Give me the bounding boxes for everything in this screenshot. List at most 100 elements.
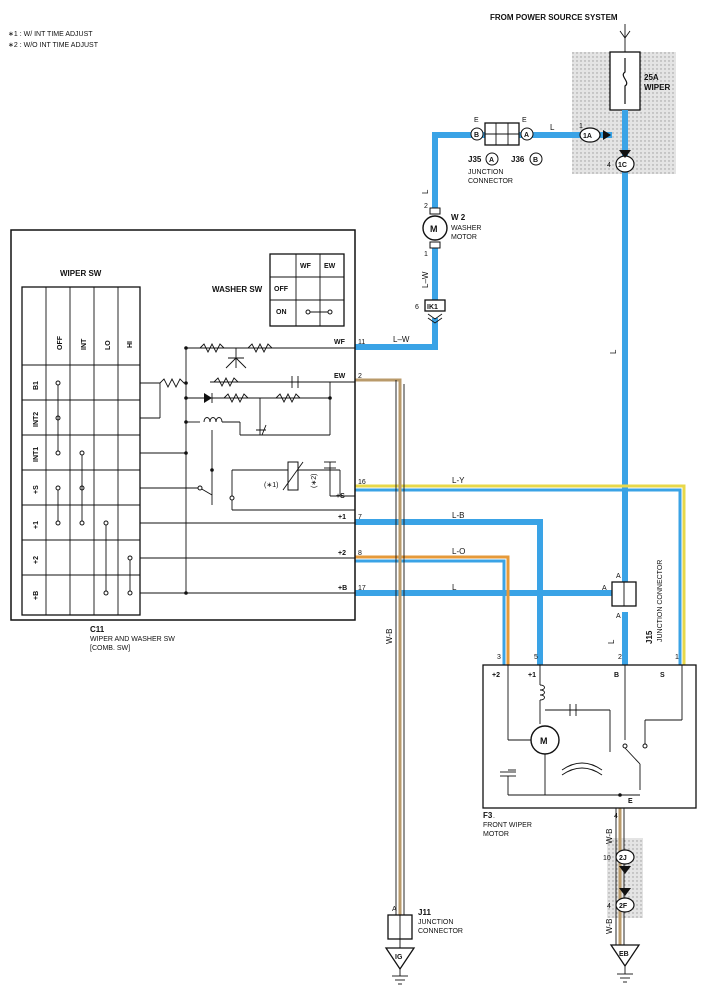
c11-id: C11	[90, 625, 105, 634]
note-1: ∗1 : W/ INT TIME ADJUST	[8, 31, 93, 38]
svg-text:6: 6	[415, 304, 419, 311]
svg-text:16: 16	[358, 479, 366, 486]
svg-text:M: M	[430, 224, 438, 234]
wire-label-l-1: L	[550, 123, 555, 132]
svg-text:JUNCTION: JUNCTION	[468, 169, 503, 176]
svg-text:EB: EB	[619, 951, 629, 958]
svg-text:EW: EW	[324, 263, 336, 270]
svg-text:2J: 2J	[619, 855, 627, 862]
svg-text:J35: J35	[468, 155, 482, 164]
svg-text:17: 17	[358, 585, 366, 592]
svg-text:B: B	[533, 157, 538, 164]
junction-connector-j15: A A A J15 JUNCTION CONNECTOR	[602, 560, 664, 644]
svg-text:+B: +B	[33, 591, 40, 600]
svg-text:7: 7	[358, 514, 362, 521]
svg-text:+S: +S	[33, 485, 40, 494]
svg-text:OFF: OFF	[57, 335, 64, 350]
svg-text:1: 1	[424, 251, 428, 258]
svg-text:E: E	[628, 798, 633, 805]
svg-text:OFF: OFF	[274, 286, 289, 293]
svg-text:JUNCTION CONNECTOR: JUNCTION CONNECTOR	[657, 560, 664, 642]
front-wiper-motor: 3 5 2 1 +2 +1 B S M E	[482, 654, 697, 838]
washer-sw-table: WF EW OFF ON	[269, 253, 345, 327]
switch-terminal-plus-2: +2 8	[338, 550, 362, 557]
switch-terminal-wf: WF 11	[334, 339, 365, 346]
svg-text:+2: +2	[33, 556, 40, 564]
wire-lw-wf	[355, 318, 438, 350]
wiper-sw-table: OFF INT LO HI B1 INT2 INT1 +S +1 +2 +B	[21, 286, 141, 616]
wire-label-lw-1: L–W	[421, 271, 430, 288]
svg-text:A: A	[616, 613, 621, 620]
switch-terminal-plus-b: +B 17	[338, 585, 366, 592]
switch-terminal-plus-s: +S 16	[336, 479, 366, 500]
svg-text:WF: WF	[334, 339, 346, 346]
svg-text:2: 2	[424, 203, 428, 210]
svg-text:INT: INT	[81, 338, 88, 350]
fuse-name: WIPER	[644, 83, 670, 92]
svg-text:2F: 2F	[619, 903, 628, 910]
svg-text:1A: 1A	[583, 133, 592, 140]
svg-text:M: M	[540, 736, 548, 746]
svg-text:B1: B1	[33, 381, 40, 390]
svg-text:CONNECTOR: CONNECTOR	[468, 178, 513, 185]
intermittent-relay-circuit	[140, 342, 355, 595]
svg-text:A: A	[616, 573, 621, 580]
svg-text:J11: J11	[418, 908, 431, 917]
svg-text:8: 8	[358, 550, 362, 557]
connector-2j: 2J 10	[603, 849, 635, 865]
svg-text:INT2: INT2	[33, 412, 40, 427]
svg-text:B: B	[614, 672, 619, 679]
wire-wb-ew	[355, 378, 402, 915]
svg-text:+2: +2	[492, 672, 500, 679]
svg-text:A: A	[392, 906, 397, 913]
c11-name: WIPER AND WASHER SW	[90, 636, 175, 643]
svg-text:WF: WF	[300, 263, 312, 270]
wire-label-lo: L-O	[452, 547, 465, 556]
wire-lb-plus1	[355, 519, 543, 665]
svg-text:4: 4	[614, 813, 618, 820]
svg-text:11: 11	[358, 339, 365, 346]
svg-text:+2: +2	[338, 550, 346, 557]
marker-1: (∗1)	[264, 482, 278, 489]
wire-label-lw-2: L–W	[393, 335, 410, 344]
washer-sw-title: WASHER SW	[212, 285, 263, 294]
ground-eb: EB	[609, 944, 641, 983]
svg-text:WASHER: WASHER	[451, 225, 481, 232]
connector-2f: 2F 4	[607, 888, 635, 913]
svg-text:A: A	[602, 585, 607, 592]
svg-text:IK1: IK1	[427, 304, 438, 311]
svg-text:IG: IG	[395, 954, 403, 961]
wire-label-l-5: L	[607, 639, 616, 644]
wire-label-l-2: L	[421, 189, 430, 194]
c11-sub: [COMB. SW]	[90, 645, 130, 652]
junction-connector-j35-j36: B A E E J35 A J36 B JUNCTION CONNECTOR	[468, 117, 543, 185]
svg-text:4: 4	[607, 903, 611, 910]
svg-text:LO: LO	[105, 340, 112, 350]
power-arrow-icon	[619, 30, 631, 39]
svg-text:1: 1	[675, 654, 679, 661]
connector-2j-arrow-icon	[619, 866, 631, 874]
svg-text:MOTOR: MOTOR	[483, 831, 509, 838]
fuse-icon	[622, 58, 628, 104]
svg-text:+S: +S	[336, 493, 345, 500]
connector-1c: 1C 4	[607, 150, 635, 173]
wire-label-ly: L-Y	[452, 476, 465, 485]
svg-text:A: A	[524, 132, 529, 139]
svg-text:J15: J15	[645, 630, 654, 644]
svg-text:1C: 1C	[618, 162, 627, 169]
svg-text:2: 2	[358, 373, 362, 380]
wire-label-l-4: L	[452, 583, 457, 592]
svg-text:CONNECTOR: CONNECTOR	[418, 928, 463, 935]
svg-text:+1: +1	[528, 672, 536, 679]
svg-text:10: 10	[603, 855, 611, 862]
svg-text:+1: +1	[33, 521, 40, 529]
svg-text:B: B	[474, 132, 479, 139]
svg-text:FRONT WIPER: FRONT WIPER	[483, 822, 532, 829]
washer-motor: M 2 1 W 2 WASHER MOTOR	[422, 203, 481, 258]
svg-text:1: 1	[579, 123, 583, 130]
marker-2: (∗2)	[311, 474, 318, 488]
wire-lo-plus2	[355, 555, 510, 665]
svg-text:+1: +1	[338, 514, 346, 521]
wire-label-l-3: L	[609, 349, 618, 354]
